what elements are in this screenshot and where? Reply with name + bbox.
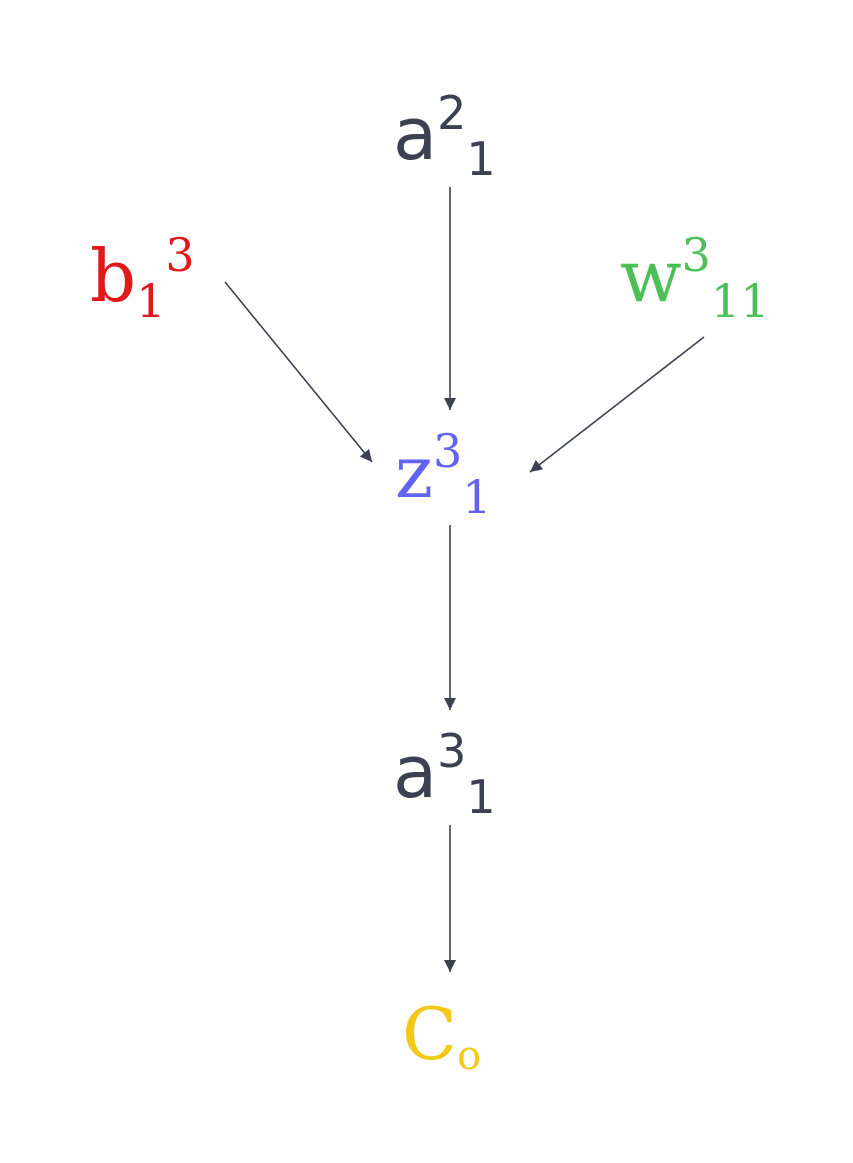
node-w3-11-sub: 11 xyxy=(710,274,770,328)
edge-w3-to-z3 xyxy=(529,336,705,473)
node-a3-1-sub: 1 xyxy=(466,770,496,824)
node-a3-1: a31 xyxy=(393,728,496,820)
node-w3-11-sup: 3 xyxy=(681,228,711,282)
node-b3-1-sup: 3 xyxy=(165,228,195,282)
node-w3-11-base: w xyxy=(620,234,682,318)
node-z3-1-base: z xyxy=(395,430,433,514)
node-a3-1-base: a xyxy=(393,730,438,814)
node-c-o: Co xyxy=(402,998,481,1076)
node-a2-1-sup: 2 xyxy=(437,86,467,140)
node-z3-1-sup: 3 xyxy=(432,424,463,478)
node-a2-1-base: a xyxy=(393,92,438,176)
node-b3-1-sub: 1 xyxy=(136,274,166,328)
node-w3-11: w311 xyxy=(620,232,769,324)
edge-b3-to-z3 xyxy=(224,281,373,463)
node-c-o-base: C xyxy=(402,992,458,1076)
node-b3-1: b13 xyxy=(90,232,195,324)
node-z3-1: z31 xyxy=(395,428,492,520)
node-b3-1-base: b xyxy=(90,234,137,318)
node-c-o-sub: o xyxy=(457,1033,482,1079)
node-a2-1-sub: 1 xyxy=(466,132,496,186)
node-a3-1-sup: 3 xyxy=(437,724,467,778)
node-a2-1: a21 xyxy=(393,90,496,182)
node-z3-1-sub: 1 xyxy=(462,470,492,524)
